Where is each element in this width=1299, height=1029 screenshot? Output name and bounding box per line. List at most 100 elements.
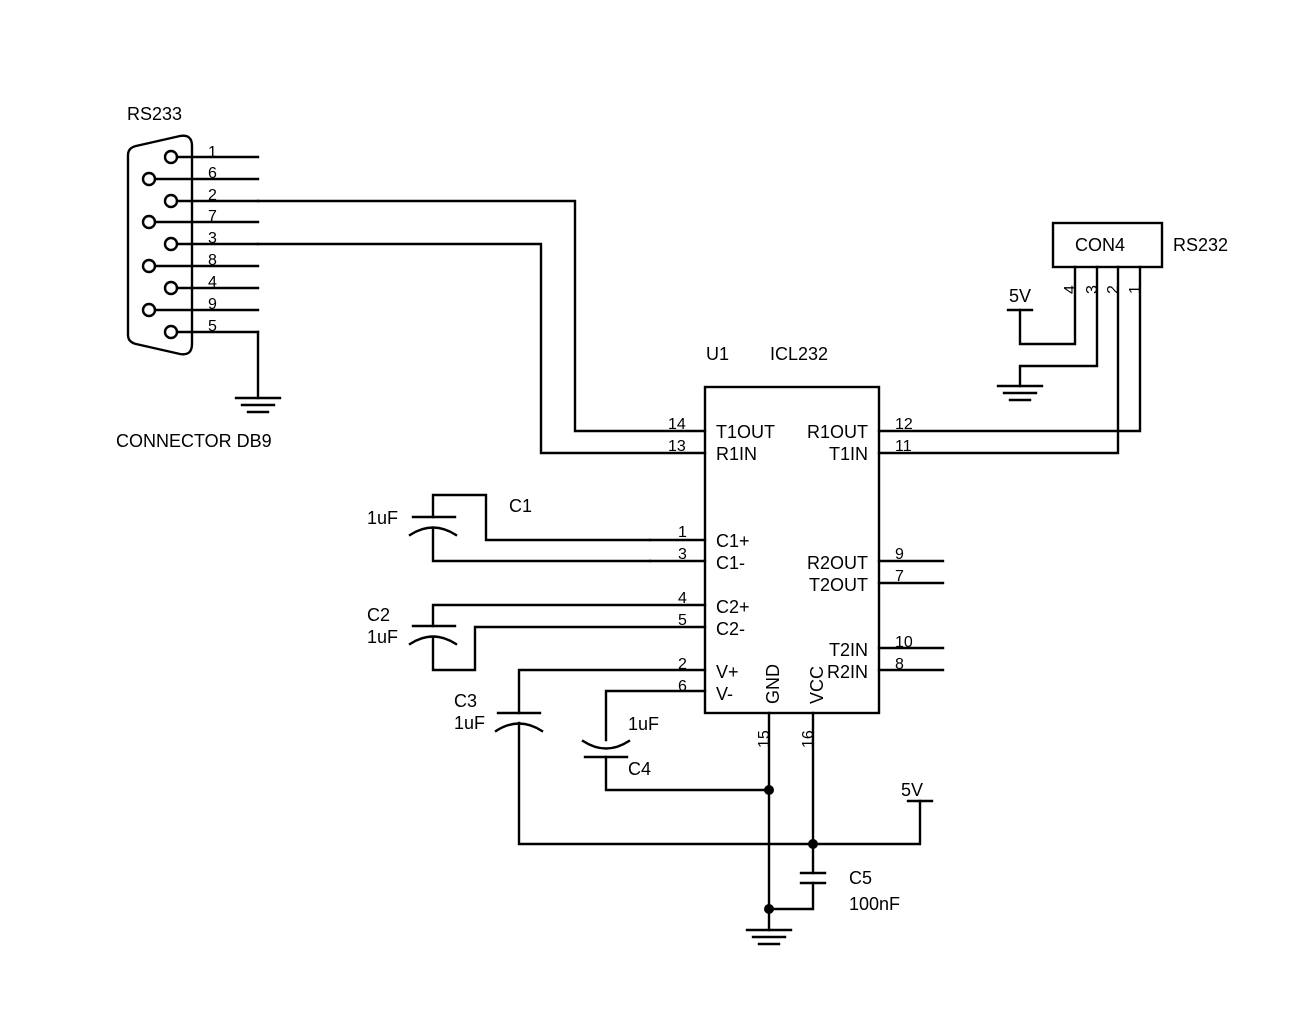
- c5-ref: C5: [849, 868, 872, 888]
- ic-pin-8: 8 R2IN: [827, 656, 945, 682]
- con4-label: CON4: [1075, 235, 1125, 255]
- svg-text:13: 13: [668, 438, 686, 455]
- capacitor-c3: C3 1uF: [454, 668, 922, 846]
- con4-pin-labels: 4 3 2 1: [1062, 285, 1144, 294]
- db9-caption: CONNECTOR DB9: [116, 431, 272, 451]
- svg-text:1: 1: [678, 524, 687, 541]
- ic-pin-12: 12 R1OUT: [807, 416, 913, 442]
- svg-text:3: 3: [678, 546, 687, 563]
- svg-text:C1-: C1-: [716, 553, 745, 573]
- svg-text:2: 2: [1105, 285, 1122, 294]
- wire-con4-pin1-to-r1out: [877, 265, 1142, 433]
- con4-body: [1051, 221, 1164, 269]
- c3-value: 1uF: [454, 713, 485, 733]
- wire-con4-pin2-to-t1in: [877, 265, 1120, 455]
- svg-text:C2-: C2-: [716, 619, 745, 639]
- svg-text:2: 2: [678, 656, 687, 673]
- db9-connector: RS233 1 6 2 7 3 8 4 9 5 CONNECTOR DB9: [116, 104, 282, 451]
- db9-shell: [126, 134, 194, 356]
- ic-pin-11: 11 T1IN: [829, 438, 912, 464]
- svg-text:4: 4: [1062, 285, 1079, 294]
- capacitor-c1: C1 1uF: [367, 493, 652, 563]
- svg-text:9: 9: [208, 296, 217, 313]
- ic-ref: U1: [706, 344, 729, 364]
- ic-body: [703, 385, 881, 715]
- vcc-5v-supply: 5V: [901, 780, 934, 803]
- svg-text:10: 10: [895, 634, 913, 651]
- svg-text:T2IN: T2IN: [829, 640, 868, 660]
- vcc-rail: [808, 711, 818, 875]
- c4-value: 1uF: [628, 714, 659, 734]
- con4-ground-symbol: [996, 265, 1099, 402]
- svg-text:12: 12: [895, 416, 913, 433]
- db9-pin-9: 9: [141, 296, 260, 318]
- db9-pin-7: 7: [141, 208, 260, 230]
- db9-pin-1: 1: [163, 144, 260, 165]
- svg-text:8: 8: [208, 252, 217, 269]
- db9-pin-2: 2: [163, 187, 260, 209]
- svg-text:5V: 5V: [901, 780, 923, 800]
- ic-pin-6: 6 V-: [678, 678, 733, 704]
- ic-pin-10: 10 T2IN: [829, 634, 945, 660]
- svg-text:5: 5: [208, 318, 217, 335]
- db9-pin-8: 8: [141, 252, 260, 274]
- svg-text:7: 7: [895, 568, 904, 585]
- svg-text:16: 16: [800, 730, 817, 748]
- svg-text:V-: V-: [716, 684, 733, 704]
- svg-text:6: 6: [678, 678, 687, 695]
- con4-name: RS232: [1173, 235, 1228, 255]
- junction-vcc: [808, 839, 818, 849]
- db9-pin-5: 5: [163, 318, 260, 340]
- svg-text:T1IN: T1IN: [829, 444, 868, 464]
- svg-text:T1OUT: T1OUT: [716, 422, 775, 442]
- svg-text:C2+: C2+: [716, 597, 750, 617]
- svg-text:6: 6: [208, 165, 217, 182]
- svg-text:8: 8: [895, 656, 904, 673]
- svg-text:C1+: C1+: [716, 531, 750, 551]
- db9-ground-symbol: [234, 330, 282, 414]
- c1-value: 1uF: [367, 508, 398, 528]
- wire-db9-pin2-to-t1out: [256, 199, 707, 433]
- db9-title: RS233: [127, 104, 182, 124]
- c4-ref: C4: [628, 759, 651, 779]
- junction-gnd-c4: [764, 785, 774, 795]
- svg-text:4: 4: [678, 590, 687, 607]
- db9-pin-6: 6: [141, 165, 260, 187]
- ic-pin-2: 2 V+: [678, 656, 739, 682]
- svg-text:V+: V+: [716, 662, 739, 682]
- svg-text:11: 11: [895, 438, 912, 455]
- svg-text:7: 7: [208, 208, 217, 225]
- ic-pin-1: 1 C1+: [648, 524, 750, 551]
- svg-text:2: 2: [208, 187, 217, 204]
- svg-text:T2OUT: T2OUT: [809, 575, 868, 595]
- svg-text:R2IN: R2IN: [827, 662, 868, 682]
- svg-text:VCC: VCC: [807, 666, 827, 704]
- ic-pin-4: 4 C2+: [678, 590, 750, 617]
- ic-pin-13: 13 R1IN: [668, 438, 757, 464]
- svg-text:4: 4: [208, 274, 217, 291]
- svg-text:15: 15: [756, 730, 773, 748]
- ic-part: ICL232: [770, 344, 828, 364]
- svg-text:3: 3: [1084, 285, 1101, 294]
- db9-pin-3: 3: [163, 230, 260, 252]
- svg-text:GND: GND: [763, 664, 783, 704]
- ic-pin-3: 3 C1-: [648, 546, 745, 573]
- db9-pin-4: 4: [163, 274, 260, 296]
- c5-value: 100nF: [849, 894, 900, 914]
- con4-5v-supply: 5V: [1006, 265, 1077, 346]
- svg-text:3: 3: [208, 230, 217, 247]
- ic-pin-7: 7 T2OUT: [809, 568, 945, 595]
- svg-text:R2OUT: R2OUT: [807, 553, 868, 573]
- c2-value: 1uF: [367, 627, 398, 647]
- svg-text:R1IN: R1IN: [716, 444, 757, 464]
- svg-text:R1OUT: R1OUT: [807, 422, 868, 442]
- c2-ref: C2: [367, 605, 390, 625]
- capacitor-c2: C2 1uF: [367, 603, 707, 672]
- svg-text:5V: 5V: [1009, 286, 1031, 306]
- capacitor-c5: C5 100nF: [767, 868, 900, 914]
